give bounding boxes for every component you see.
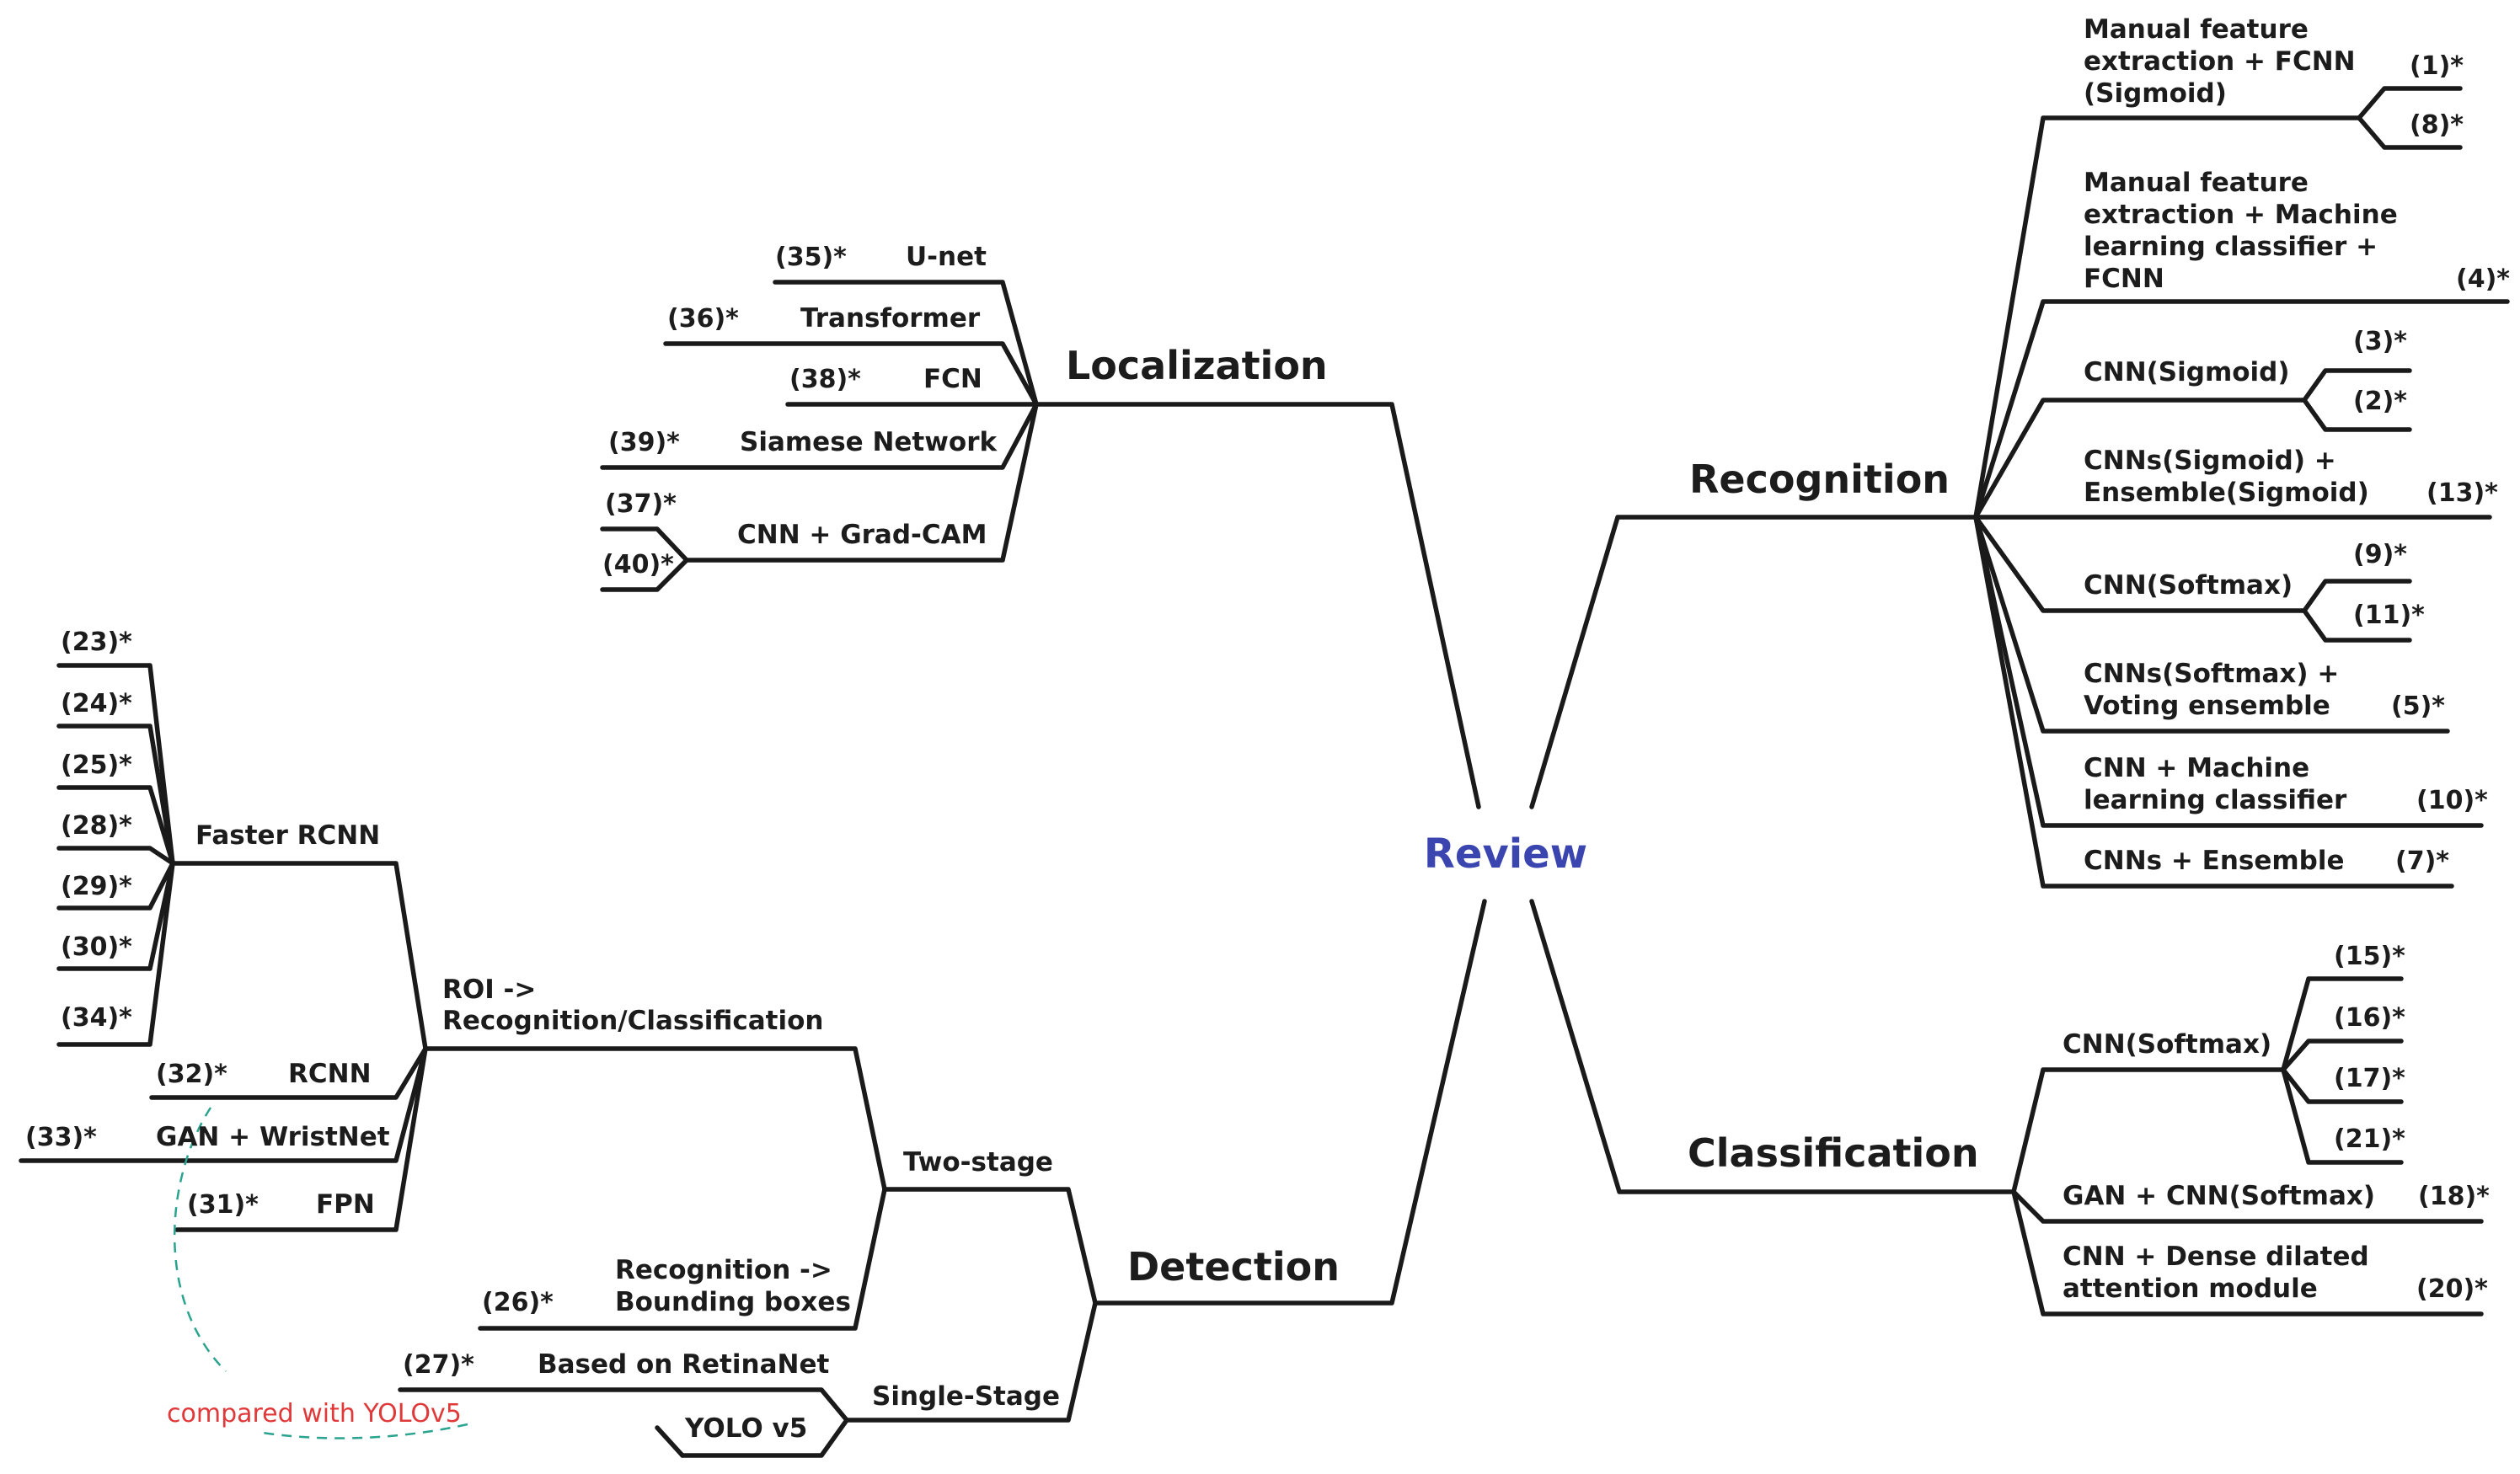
ref-label: (25)* <box>61 750 132 780</box>
ref-label: (9)* <box>2353 540 2407 569</box>
recognition-bbox-label: Bounding boxes <box>615 1287 851 1317</box>
localization-title: Localization <box>1066 343 1328 388</box>
recognition-method-label: CNNs(Softmax) + <box>2084 659 2339 689</box>
classification-method-label: GAN + CNN(Softmax) <box>2063 1181 2375 1211</box>
recognition-method-label: CNN + Machine <box>2084 753 2309 783</box>
ref-label: (35)* <box>775 243 847 272</box>
ref-label: (36)* <box>667 304 739 334</box>
yolo-label: YOLO v5 <box>684 1413 807 1444</box>
ref-label: (28)* <box>61 811 132 841</box>
ref-label: (26)* <box>482 1288 554 1317</box>
detection-title: Detection <box>1127 1244 1340 1290</box>
retinanet-label: Based on RetinaNet <box>538 1349 829 1380</box>
ref-label: (32)* <box>156 1060 227 1089</box>
ref-label: (16)* <box>2334 1003 2405 1033</box>
ref-label: (17)* <box>2334 1064 2405 1093</box>
gan-wristnet-label: GAN + WristNet <box>156 1122 390 1152</box>
classification-method-label: CNN(Softmax) <box>2063 1029 2271 1060</box>
ref-label: (29)* <box>61 872 132 901</box>
ref-label: (7)* <box>2395 846 2449 876</box>
ref-label: (5)* <box>2391 692 2445 721</box>
rcnn-label: RCNN <box>288 1059 372 1089</box>
recognition-method-label: FCNN <box>2084 264 2164 294</box>
ref-label: (18)* <box>2418 1182 2490 1211</box>
recognition-bbox-label: Recognition -> <box>615 1255 832 1285</box>
recognition-method-label: learning classifier <box>2084 785 2347 815</box>
fpn-label: FPN <box>316 1189 375 1220</box>
roi-label: Recognition/Classification <box>442 1006 824 1036</box>
recognition-method-label: CNN(Sigmoid) <box>2084 357 2290 387</box>
localization-method-label: Siamese Network <box>740 427 998 457</box>
two-stage-label: Two-stage <box>903 1147 1053 1178</box>
recognition-method-label: extraction + FCNN <box>2084 46 2356 77</box>
recognition-method-label: Manual feature <box>2084 168 2309 198</box>
ref-label: (11)* <box>2353 601 2425 630</box>
ref-label: (4)* <box>2456 264 2510 294</box>
ref-label: (1)* <box>2410 51 2464 81</box>
ref-label: (33)* <box>25 1123 97 1152</box>
recognition-method-label: extraction + Machine <box>2084 200 2398 230</box>
recognition-title: Recognition <box>1689 457 1950 502</box>
ref-label: (20)* <box>2416 1274 2488 1304</box>
ref-label: (34)* <box>61 1003 132 1033</box>
localization-method-label: Transformer <box>800 303 981 334</box>
single-stage-label: Single-Stage <box>872 1381 1060 1412</box>
ref-label: (8)* <box>2410 110 2464 140</box>
connector-lines <box>19 86 2510 1458</box>
recognition-method-label: Voting ensemble <box>2084 691 2330 721</box>
ref-label: (31)* <box>187 1190 259 1220</box>
recognition-method-label: learning classifier + <box>2084 232 2378 262</box>
ref-label: (21)* <box>2334 1124 2405 1154</box>
recognition-method-label: CNNs(Sigmoid) + <box>2084 446 2336 476</box>
ref-label: (13)* <box>2426 478 2498 508</box>
ref-label: (10)* <box>2416 786 2488 815</box>
recognition-method-label: (Sigmoid) <box>2084 78 2227 109</box>
recognition-method-label: CNN(Softmax) <box>2084 570 2293 601</box>
recognition-method-label: Manual feature <box>2084 14 2309 45</box>
classification-title: Classification <box>1688 1130 1979 1176</box>
classification-method-label: attention module <box>2063 1274 2318 1304</box>
ref-label: (30)* <box>61 932 132 962</box>
ref-label: (15)* <box>2334 942 2405 971</box>
faster-rcnn-label: Faster RCNN <box>195 820 380 851</box>
comparison-annotation: compared with YOLOv5 <box>167 1399 462 1429</box>
ref-label: (27)* <box>403 1350 474 1380</box>
ref-label: (40)* <box>602 550 674 579</box>
ref-label: (3)* <box>2353 327 2407 356</box>
ref-label: (23)* <box>61 628 132 657</box>
localization-method-label: FCN <box>923 364 982 394</box>
ref-label: (39)* <box>608 428 680 457</box>
localization-method-label: U-net <box>906 242 987 272</box>
ref-label: (24)* <box>61 689 132 718</box>
recognition-method-label: CNNs + Ensemble <box>2084 846 2345 876</box>
roi-label: ROI -> <box>442 975 536 1005</box>
classification-method-label: CNN + Dense dilated <box>2063 1242 2369 1272</box>
ref-label: (2)* <box>2353 387 2407 416</box>
ref-label: (38)* <box>789 365 861 394</box>
recognition-method-label: Ensemble(Sigmoid) <box>2084 478 2369 508</box>
center-title: Review <box>1424 830 1587 878</box>
comparison-link <box>174 1107 468 1439</box>
localization-method-label: CNN + Grad-CAM <box>737 520 987 550</box>
ref-label: (37)* <box>605 489 677 519</box>
